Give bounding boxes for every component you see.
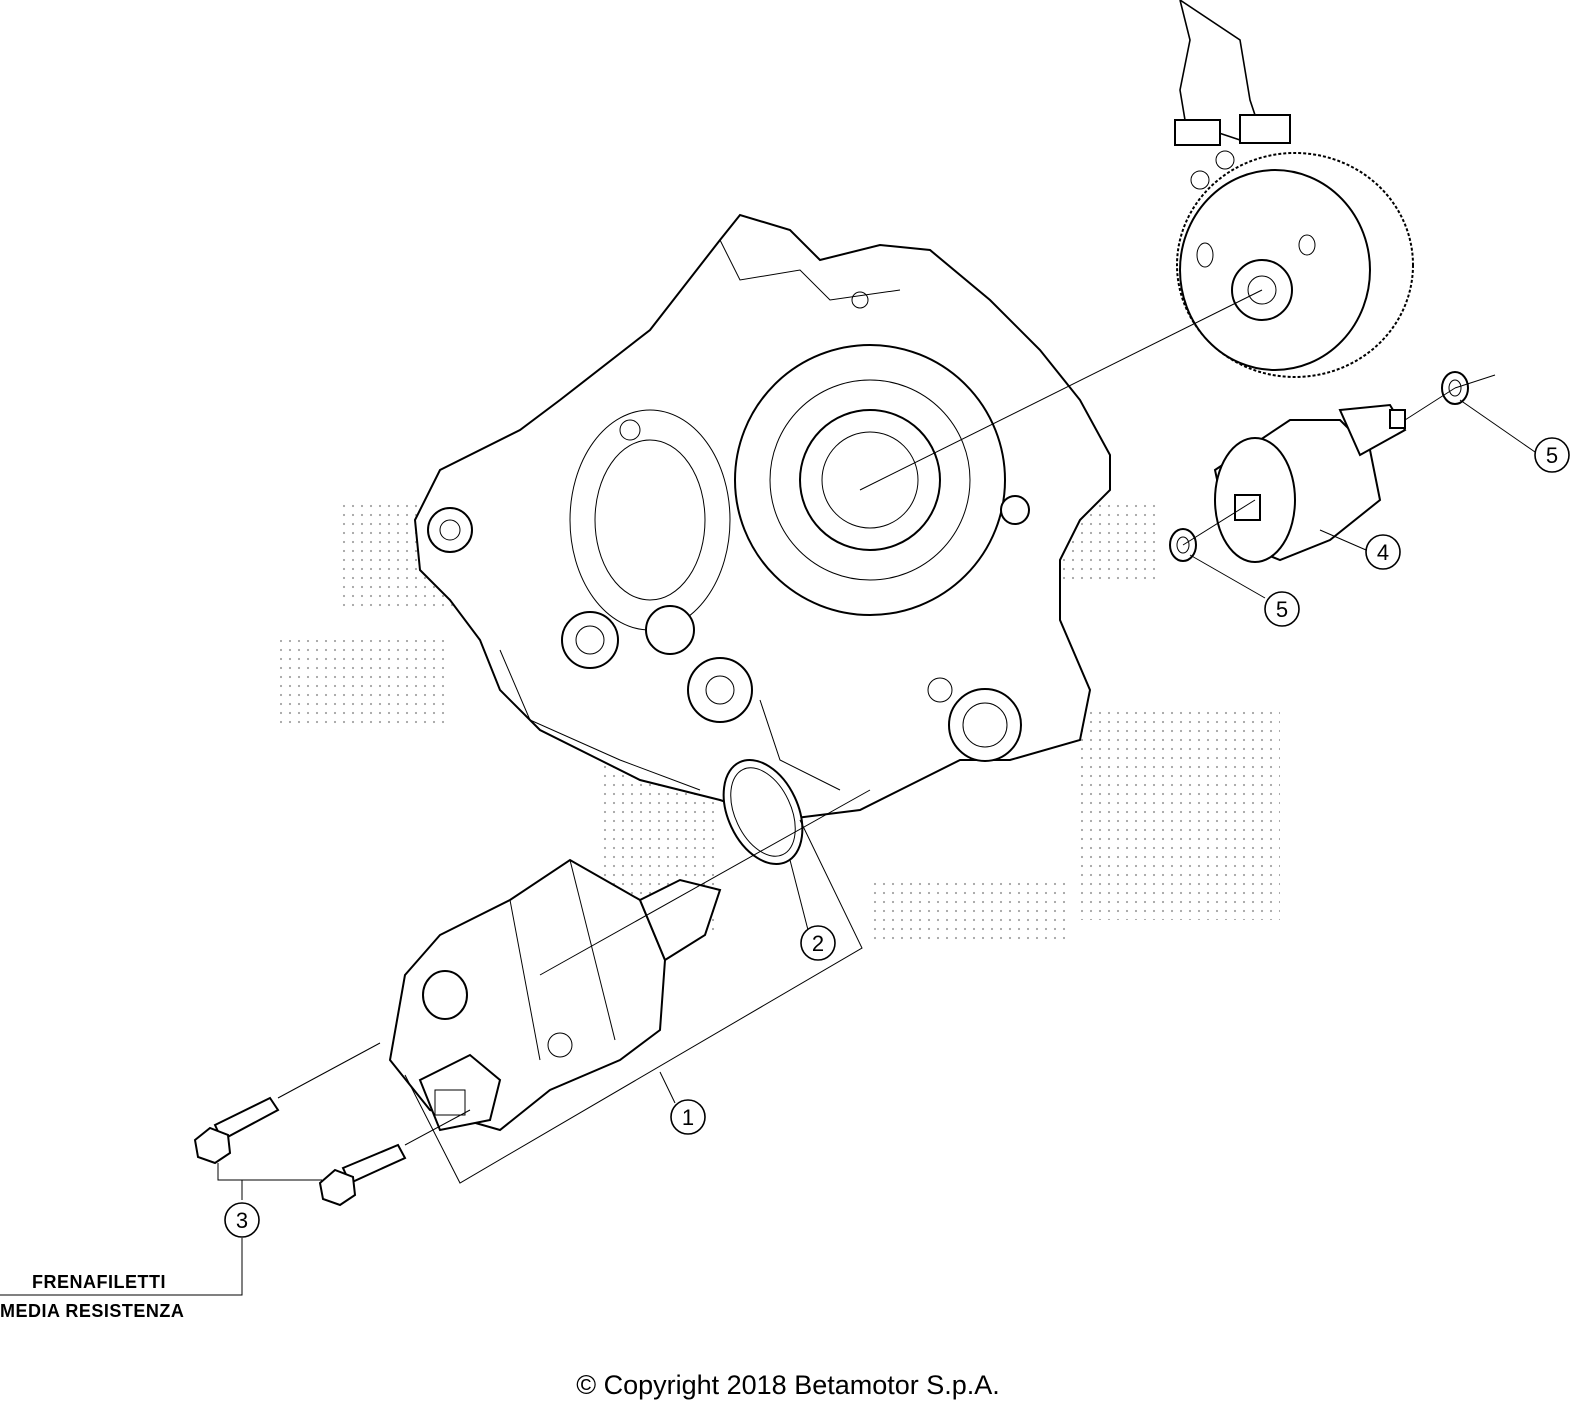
screw-lower (318, 1143, 407, 1207)
threadlocker-note: FRENAFILETTI MEDIA RESISTENZA (0, 1272, 184, 1321)
svg-text:2: 2 (812, 931, 824, 956)
callout-3: 3 (224, 1202, 260, 1238)
svg-text:5: 5 (1276, 597, 1288, 622)
copyright-notice: © Copyright 2018 Betamotor S.p.A. (576, 1370, 1000, 1400)
callout-5-upper: 5 (1534, 437, 1570, 473)
callout-5-lower: 5 (1264, 591, 1300, 627)
svg-text:5: 5 (1546, 443, 1558, 468)
starter-motor (388, 858, 722, 1132)
idler-gear (1213, 403, 1407, 563)
screw-upper (193, 1096, 280, 1165)
svg-text:3: 3 (236, 1208, 248, 1233)
leader-lines (0, 289, 1536, 1296)
callout-4: 4 (1365, 534, 1401, 570)
svg-text:1: 1 (682, 1105, 694, 1130)
note-line-1: FRENAFILETTI (32, 1272, 166, 1292)
callout-1: 1 (670, 1099, 706, 1135)
callout-2: 2 (800, 925, 836, 961)
crankcase (413, 213, 1111, 822)
o-ring (722, 759, 804, 865)
flywheel (1174, 0, 1414, 378)
note-line-2: MEDIA RESISTENZA (0, 1301, 184, 1321)
svg-text:4: 4 (1377, 540, 1389, 565)
